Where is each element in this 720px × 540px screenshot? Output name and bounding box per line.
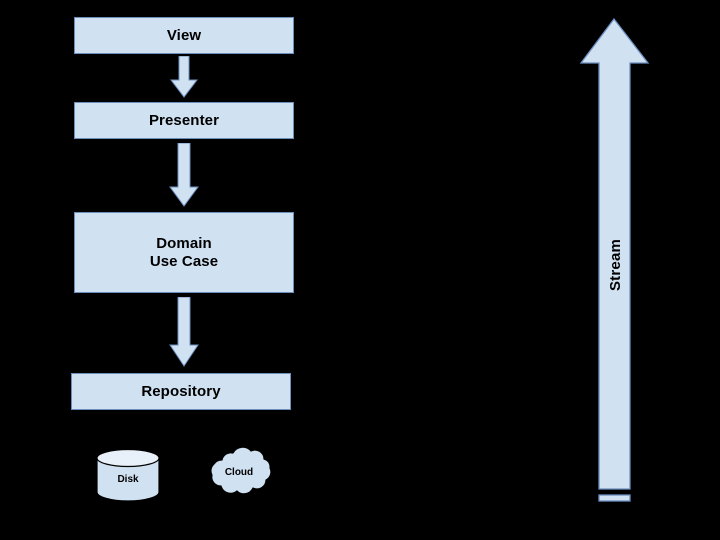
node-view[interactable]: View	[74, 17, 294, 54]
node-domain-use-case[interactable]: Domain Use Case	[74, 212, 294, 293]
arrow-down-icon-domain-to-repository	[166, 296, 202, 369]
cylinder-icon-disk[interactable]	[96, 448, 160, 502]
arrow-up-icon-stream[interactable]	[578, 16, 652, 504]
cloud-icon[interactable]	[204, 446, 274, 500]
node-presenter[interactable]: Presenter	[74, 102, 294, 139]
arrow-down-icon-presenter-to-domain	[166, 142, 202, 209]
node-repository[interactable]: Repository	[71, 373, 291, 410]
arrow-down-icon-view-to-presenter	[166, 55, 202, 100]
